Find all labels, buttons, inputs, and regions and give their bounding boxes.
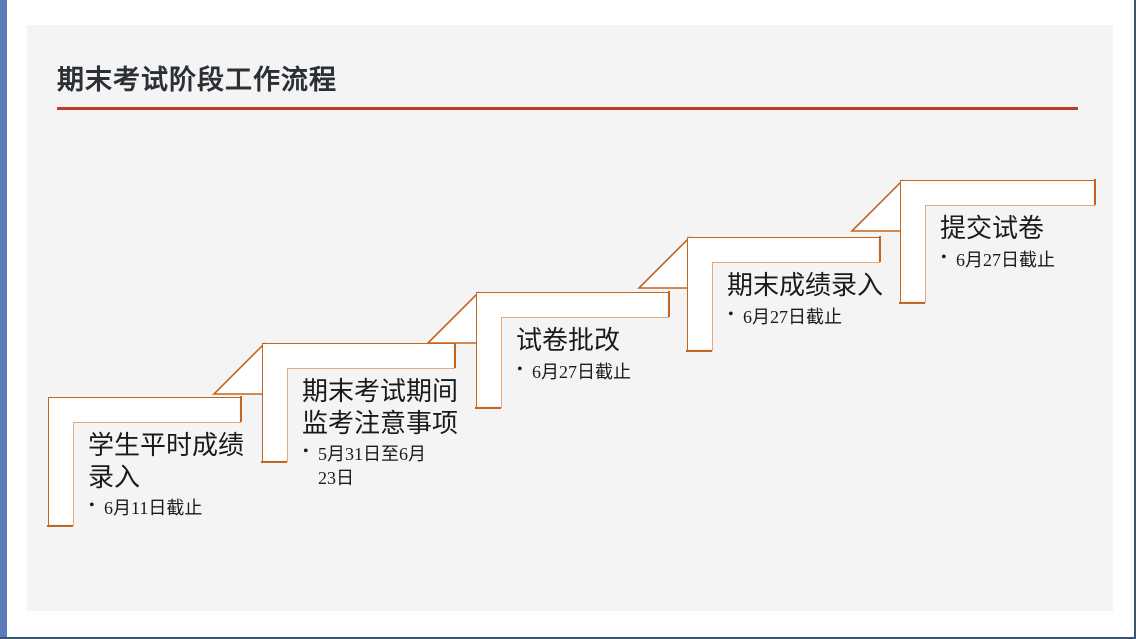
step-4-bracket-fill-left [688, 238, 712, 349]
step-3-bullet-item: 6月27日截止 [516, 360, 696, 384]
step-1-bracket-fill-left [49, 398, 73, 524]
step-5-bullet-item: 6月27日截止 [940, 248, 1120, 272]
step-1-heading: 学生平时成绩 录入 [88, 431, 245, 492]
step-3-bullet-list: 6月27日截止 [516, 360, 696, 384]
step-4-bracket-fill-top [688, 238, 878, 262]
step-1-bracket-outline [47, 396, 242, 527]
step-5-bracket-fill-top [901, 181, 1093, 205]
step-5-content: 提交试卷 6月27日截止 [940, 213, 1120, 272]
step-4-content: 期末成绩录入 6月27日截止 [727, 270, 907, 329]
step-2-bracket-fill-top [263, 344, 453, 368]
step-2-bracket-outline [261, 342, 456, 463]
window-right-border [1134, 0, 1136, 639]
step-3-heading: 试卷批改 [516, 326, 621, 355]
step-2-bracket-fill-left [263, 344, 287, 460]
slide-canvas: 期末考试阶段工作流程 学生平时成绩 录入 6月11日截止 [27, 25, 1113, 611]
step-1-bullet-list: 6月11日截止 [88, 496, 263, 520]
step-2-bullet-item: 5月31日至6月 23日 [302, 442, 482, 490]
title-underline-rule [57, 107, 1078, 110]
step-4-heading: 期末成绩录入 [727, 271, 884, 300]
step-2-heading: 期末考试期间 监考注意事项 [302, 377, 459, 438]
step-1-content: 学生平时成绩 录入 6月11日截止 [88, 430, 263, 521]
step-3-content: 试卷批改 6月27日截止 [516, 325, 696, 384]
step-1-bracket-fill-top [49, 398, 239, 422]
step-4-bracket-outline [686, 236, 881, 352]
step-5-bracket-outline [899, 179, 1096, 304]
window-bottom-border [0, 637, 1136, 639]
step-3-bracket-outline [475, 291, 670, 409]
step-3-bracket-fill-top [477, 293, 667, 317]
page-title: 期末考试阶段工作流程 [57, 65, 337, 96]
step-4-bullet-item: 6月27日截止 [727, 305, 907, 329]
step-5-bracket-fill-left [901, 181, 925, 301]
step-2-content: 期末考试期间 监考注意事项 5月31日至6月 23日 [302, 376, 482, 490]
step-1-bullet-item: 6月11日截止 [88, 496, 263, 520]
step-5-heading: 提交试卷 [940, 214, 1045, 243]
step-5-bullet-list: 6月27日截止 [940, 248, 1120, 272]
step-4-bullet-list: 6月27日截止 [727, 305, 907, 329]
step-2-bullet-list: 5月31日至6月 23日 [302, 442, 482, 490]
window-left-accent-rail [0, 0, 7, 639]
step-3-bracket-fill-left [477, 293, 501, 406]
